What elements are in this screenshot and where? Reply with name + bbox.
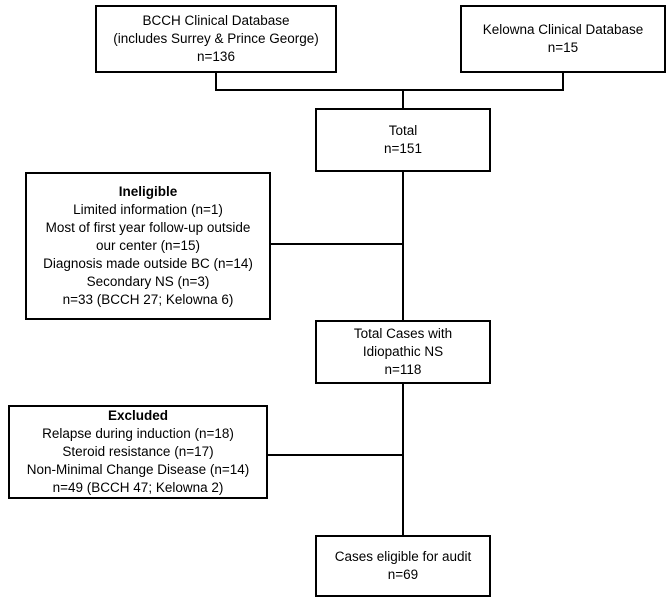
box-text: Idiopathic NS <box>362 344 444 359</box>
ineligible-box: Ineligible Limited information (n=1) Mos… <box>25 172 271 320</box>
box-text: our center (n=15) <box>96 238 200 253</box>
box-count: n=69 <box>387 567 419 582</box>
box-count: n=118 <box>384 362 422 377</box>
box-text: Total <box>388 123 418 138</box>
box-text: Kelowna Clinical Database <box>482 22 644 37</box>
box-count: n=49 (BCCH 47; Kelowna 2) <box>52 480 224 495</box>
box-heading: Excluded <box>107 408 169 423</box>
box-text: Secondary NS (n=3) <box>86 274 210 289</box>
box-text: Non-Minimal Change Disease (n=14) <box>26 462 250 477</box>
box-count: n=33 (BCCH 27; Kelowna 6) <box>62 292 234 307</box>
box-text: Diagnosis made outside BC (n=14) <box>43 256 253 271</box>
box-text: Most of first year follow-up outside <box>45 220 251 235</box>
box-count: n=151 <box>384 141 422 156</box>
eligible-for-audit-box: Cases eligible for audit n=69 <box>315 535 491 597</box>
excluded-box: Excluded Relapse during induction (n=18)… <box>8 405 268 499</box>
box-text: Cases eligible for audit <box>334 549 472 564</box>
box-heading: Ineligible <box>118 184 178 199</box>
box-text: Steroid resistance (n=17) <box>62 444 214 459</box>
box-count: n=136 <box>197 49 235 64</box>
box-text: BCCH Clinical Database <box>142 13 290 28</box>
box-text: (includes Surrey & Prince George) <box>113 31 319 46</box>
box-text: Total Cases with <box>353 326 453 341</box>
bcch-database-box: BCCH Clinical Database (includes Surrey … <box>95 5 337 73</box>
box-text: Limited information (n=1) <box>73 202 223 217</box>
kelowna-database-box: Kelowna Clinical Database n=15 <box>460 5 666 73</box>
box-text: Relapse during induction (n=18) <box>42 426 234 441</box>
idiopathic-ns-box: Total Cases with Idiopathic NS n=118 <box>315 320 491 384</box>
total-box: Total n=151 <box>315 108 491 172</box>
box-count: n=15 <box>547 40 579 55</box>
